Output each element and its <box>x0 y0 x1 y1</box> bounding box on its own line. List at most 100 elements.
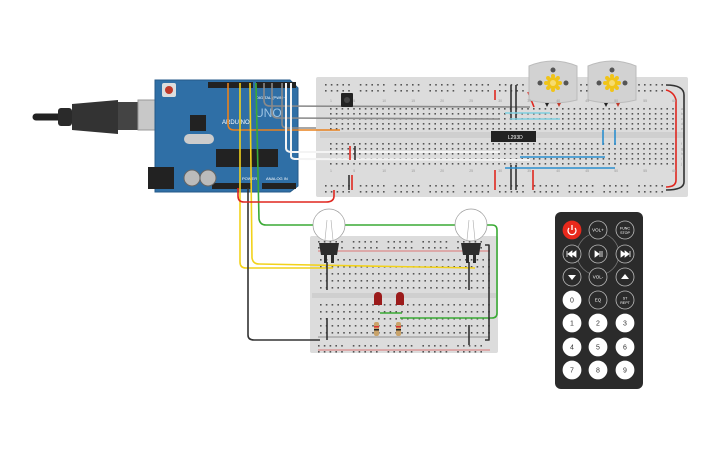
column-number: 10 <box>382 169 386 173</box>
remote-button-label: REPT <box>620 301 630 305</box>
remote-button-6[interactable]: 6 <box>615 337 635 357</box>
row-letter: j <box>680 162 682 166</box>
arduino-uno-board[interactable]: ARDUINO UNO DIGITAL (PWM~) POWER ANALOG … <box>148 79 299 193</box>
column-number: 25 <box>469 99 473 103</box>
remote-button-3[interactable]: 3 <box>615 313 635 333</box>
led-2[interactable] <box>396 292 404 305</box>
column-number: 25 <box>469 169 473 173</box>
resistor-2[interactable] <box>396 322 401 336</box>
power-icon <box>567 225 577 236</box>
remote-button-label: ST <box>623 297 628 301</box>
triangle-down-icon <box>568 275 576 280</box>
column-number: 20 <box>440 169 444 173</box>
remote-button-7[interactable]: 7 <box>562 360 582 380</box>
play-pause-icon <box>594 250 603 258</box>
remote-button-label: 9 <box>623 368 627 375</box>
dc-motor-2[interactable] <box>587 60 637 107</box>
remote-button-label: 4 <box>570 345 574 352</box>
column-number: 20 <box>440 99 444 103</box>
wire-white-2[interactable] <box>290 83 531 161</box>
remote-button-label: 6 <box>623 345 627 352</box>
remote-button-label: 3 <box>623 321 627 328</box>
column-number: 45 <box>585 99 589 103</box>
remote-button-4[interactable]: 4 <box>562 337 582 357</box>
row-letter: d <box>681 122 683 126</box>
wire-red-5v[interactable] <box>237 188 335 203</box>
wire-yellow-1[interactable] <box>239 83 333 269</box>
light-bulb-1[interactable] <box>312 208 346 263</box>
dc-motor-1[interactable] <box>528 60 578 107</box>
resistor-1[interactable] <box>374 322 379 336</box>
wire-black-rail-right[interactable] <box>665 84 685 191</box>
column-number: 50 <box>614 99 618 103</box>
wire-orange[interactable] <box>227 83 340 131</box>
remote-button-0[interactable]: 0 <box>562 290 582 310</box>
column-number: 30 <box>498 169 502 173</box>
row-letter: h <box>681 152 683 156</box>
light-bulb-2[interactable] <box>454 208 488 263</box>
remote-button-label: 0 <box>570 298 574 305</box>
column-number: 50 <box>614 169 618 173</box>
remote-button-eq[interactable]: EQ <box>588 290 608 310</box>
column-number: 5 <box>353 99 355 103</box>
remote-button-label: STOP <box>620 231 630 235</box>
column-number: 1 <box>330 169 332 173</box>
column-number: 5 <box>353 169 355 173</box>
column-number: 35 <box>527 169 531 173</box>
breadboard-main-labels: 1155101015152020252530303535404045455050… <box>330 99 683 173</box>
remote-button-2[interactable]: 2 <box>588 313 608 333</box>
power-jack <box>148 167 174 189</box>
remote-button-label: 1 <box>570 321 574 328</box>
remote-button-label: 8 <box>596 368 600 375</box>
row-letter: e <box>681 127 683 131</box>
wire-yellow-2[interactable] <box>249 82 476 269</box>
remote-button-1[interactable]: 1 <box>562 313 582 333</box>
wire-gray-1[interactable] <box>263 83 531 108</box>
analog-label: ANALOG IN <box>266 176 288 181</box>
column-number: 60 <box>672 169 676 173</box>
column-number: 40 <box>556 99 560 103</box>
wire-gray-3[interactable] <box>281 83 316 129</box>
remote-button-down[interactable] <box>562 267 582 287</box>
remote-button-power[interactable] <box>562 220 582 240</box>
remote-button-vol-[interactable]: VOL- <box>588 267 608 287</box>
wire-black-gnd[interactable] <box>247 188 320 341</box>
column-number: 10 <box>382 99 386 103</box>
wire-red-rail-right[interactable] <box>665 89 677 188</box>
column-number: 15 <box>411 99 415 103</box>
column-number: 15 <box>411 169 415 173</box>
remote-button-up[interactable] <box>615 267 635 287</box>
remote-button-next[interactable] <box>615 244 635 264</box>
remote-button-5[interactable]: 5 <box>588 337 608 357</box>
remote-button-8[interactable]: 8 <box>588 360 608 380</box>
gear-icon <box>544 74 562 92</box>
skip-forward-icon <box>620 250 631 258</box>
usb-cable[interactable] <box>32 99 169 134</box>
remote-button-9[interactable]: 9 <box>615 360 635 380</box>
remote-button-play-pause[interactable] <box>588 244 608 264</box>
l293d-chip[interactable]: L293D <box>491 131 536 142</box>
column-number: 35 <box>527 99 531 103</box>
chip-label: L293D <box>508 135 523 141</box>
ir-receiver[interactable] <box>341 93 353 107</box>
remote-button-label: 5 <box>596 345 600 352</box>
digital-header-right <box>256 82 296 88</box>
remote-button-label: 2 <box>596 321 600 328</box>
remote-button-label: FUNC <box>620 227 630 231</box>
led-1[interactable] <box>374 292 382 305</box>
wire-gray-2[interactable] <box>271 83 501 120</box>
power-label: POWER <box>242 176 257 181</box>
atmega-chip <box>216 149 278 167</box>
column-number: 30 <box>498 99 502 103</box>
remote-button-prev[interactable] <box>562 244 582 264</box>
arduino-brand-label: ARDUINO <box>222 120 250 126</box>
skip-back-icon <box>566 250 577 258</box>
wire-green[interactable] <box>255 82 498 319</box>
remote-button-vol-[interactable]: VOL+ <box>588 220 608 240</box>
digital-header-left <box>208 82 253 88</box>
column-number: 55 <box>643 169 647 173</box>
